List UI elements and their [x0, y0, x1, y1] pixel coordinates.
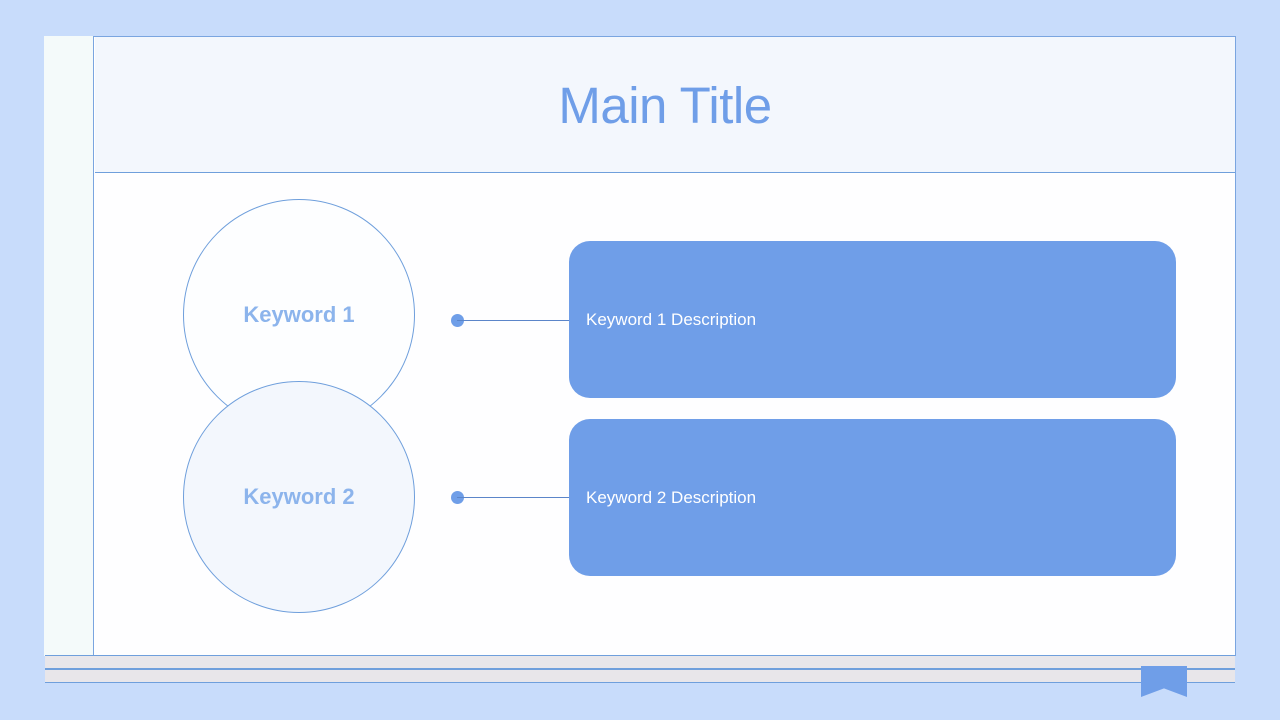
header-band: Main Title	[95, 37, 1235, 173]
description-box-1-text: Keyword 1 Description	[586, 309, 757, 329]
description-box-1[interactable]: Keyword 1 Description	[569, 241, 1176, 398]
keyword-circle-2[interactable]: Keyword 2	[183, 381, 415, 613]
connector-line-2	[457, 497, 571, 498]
connector-line-1	[457, 320, 571, 321]
footer-bar-upper	[45, 655, 1235, 669]
bookmark-ribbon-icon	[1141, 666, 1187, 697]
keyword-circle-1-label: Keyword 1	[243, 302, 355, 327]
description-box-2-text: Keyword 2 Description	[586, 487, 757, 507]
footer-bar-lower	[45, 669, 1235, 683]
keyword-circle-2-label: Keyword 2	[243, 484, 355, 509]
description-box-2[interactable]: Keyword 2 Description	[569, 419, 1176, 576]
page-title: Main Title	[558, 76, 772, 134]
left-rail-column	[44, 36, 94, 656]
